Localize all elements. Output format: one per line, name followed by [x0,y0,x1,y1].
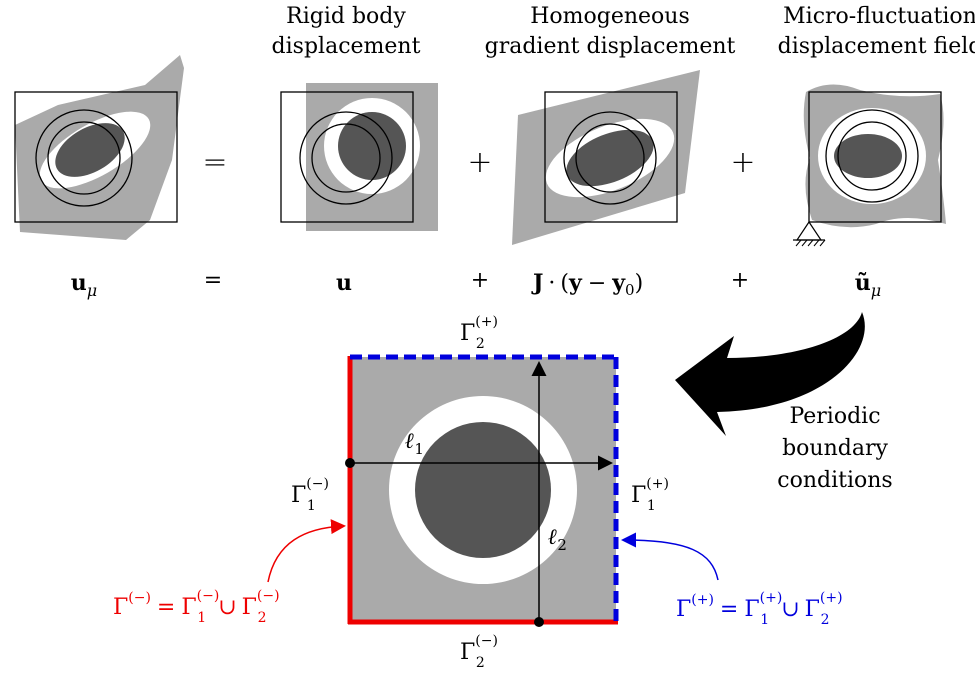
svg-text:ũμ: ũμ [855,270,881,300]
panel-micro-fluctuation [803,84,946,228]
blue-pointer-arrow [621,532,719,581]
header-micro: Micro-fluctuation displacement field [778,4,975,59]
boundary-minus [347,356,618,625]
red-pointer-arrow [267,519,346,583]
ell1-label: ℓ1 [405,428,424,458]
gamma1-minus-label: Γ(−)1 [291,476,329,514]
periodic-label: Periodic boundary conditions [777,404,892,493]
svg-text:J·(y−y0): J·(y−y0) [531,270,643,299]
gamma2-plus-label: Γ(+)2 [460,314,498,352]
svg-text:Rigid body: Rigid body [286,4,406,29]
fixed-support-icon [793,220,826,247]
lattice-vectors [345,361,613,627]
equation-row: uμ = u + J·(y−y0) + ũμ [71,268,881,300]
svg-text:displacement: displacement [272,34,421,59]
gamma-minus-union: Γ(−)=Γ(−)1∪Γ(−)2 [113,588,280,626]
svg-text:uμ: uμ [71,270,97,300]
svg-text:conditions: conditions [777,468,892,493]
gamma2-minus-label: Γ(−)2 [460,633,498,671]
panel-rigid-body [280,83,438,231]
svg-text:Homogeneous: Homogeneous [530,4,690,29]
svg-text:u: u [336,270,352,296]
ell2-label: ℓ2 [548,524,567,554]
svg-text:Periodic: Periodic [789,404,880,429]
svg-text:+: + [731,268,749,293]
svg-text:+: + [471,268,489,293]
plus-sign-2: + [730,145,755,180]
panel-total-displacement [14,55,184,240]
svg-text:displacement field: displacement field [778,34,975,59]
svg-text:gradient displacement: gradient displacement [485,34,736,59]
curved-arrow-icon [675,312,865,436]
gamma-plus-union: Γ(+)=Γ(+)1∪Γ(+)2 [676,590,843,628]
rve-cell [350,357,616,623]
svg-text:Micro-fluctuation: Micro-fluctuation [783,4,975,29]
header-rigid: Rigid body displacement [272,4,421,59]
header-homogeneous: Homogeneous gradient displacement [485,4,736,59]
gamma1-plus-label: Γ(+)1 [631,476,669,514]
svg-text:=: = [204,268,222,293]
equals-sign: = [202,145,227,180]
svg-text:boundary: boundary [782,436,888,461]
plus-sign-1: + [467,145,492,180]
boundary-plus [350,354,619,622]
panel-homogeneous-gradient [512,70,700,245]
